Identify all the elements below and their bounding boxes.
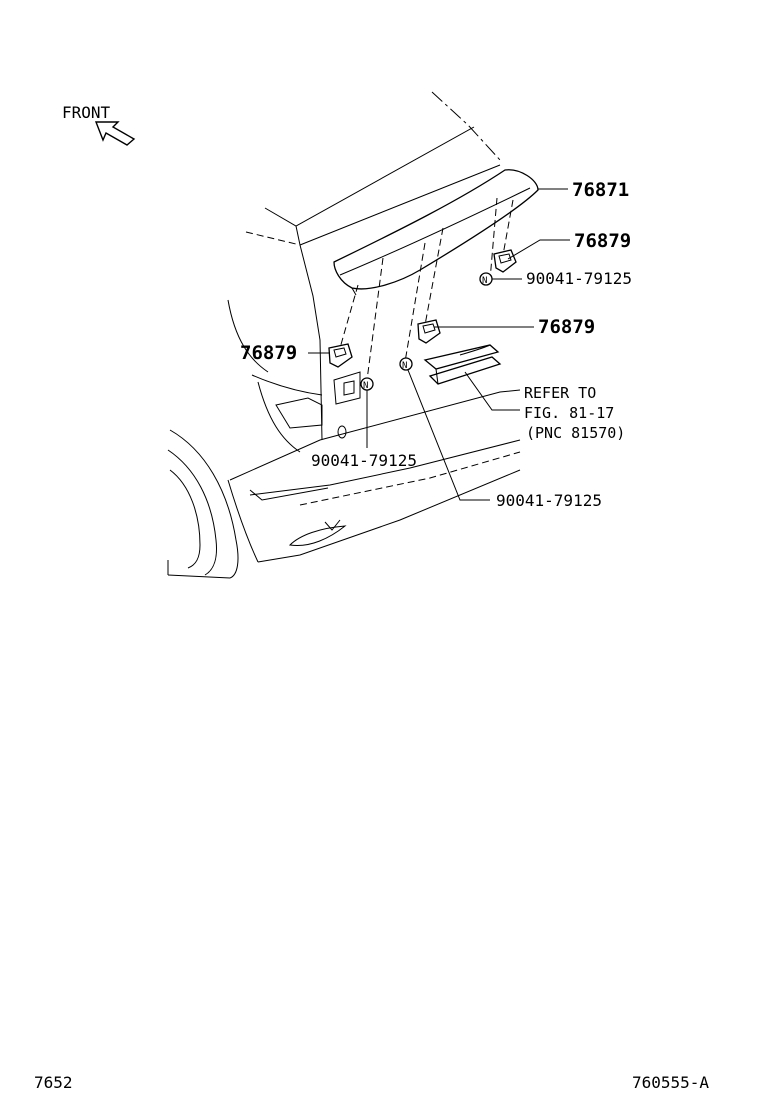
callout-90041-left: 90041-79125 (311, 451, 417, 470)
clip-90041-left: N (360, 377, 374, 391)
svg-text:N: N (363, 381, 368, 391)
leader-lines (308, 188, 570, 501)
rear-spoiler (333, 169, 539, 296)
callout-76879-top: 76879 (574, 230, 631, 252)
callout-90041-bottom: 90041-79125 (496, 491, 602, 510)
figure-number: 7652 (34, 1073, 73, 1092)
drawing-id: 760555-A (632, 1073, 709, 1092)
callout-76879-mid: 76879 (538, 316, 595, 338)
clip-76879-upper (493, 249, 517, 273)
clip-76879-middle (417, 319, 441, 344)
refer-line-1: REFER TO (524, 384, 596, 402)
clip-90041-upper: N (479, 272, 493, 286)
callout-76879-left: 76879 (240, 342, 297, 364)
callout-90041-top: 90041-79125 (526, 269, 632, 288)
refer-line-3: (PNC 81570) (526, 424, 625, 442)
callout-76871: 76871 (572, 179, 629, 201)
front-arrow-icon (94, 121, 136, 146)
front-label: FRONT (62, 103, 111, 122)
svg-text:N: N (402, 361, 407, 371)
clip-76879-left (328, 343, 353, 368)
vehicle-body-outline (167, 91, 521, 579)
svg-text:N: N (482, 276, 487, 286)
clip-90041-lower: N (399, 357, 413, 371)
stop-lamp-assembly (423, 344, 502, 385)
refer-line-2: FIG. 81-17 (524, 404, 614, 422)
